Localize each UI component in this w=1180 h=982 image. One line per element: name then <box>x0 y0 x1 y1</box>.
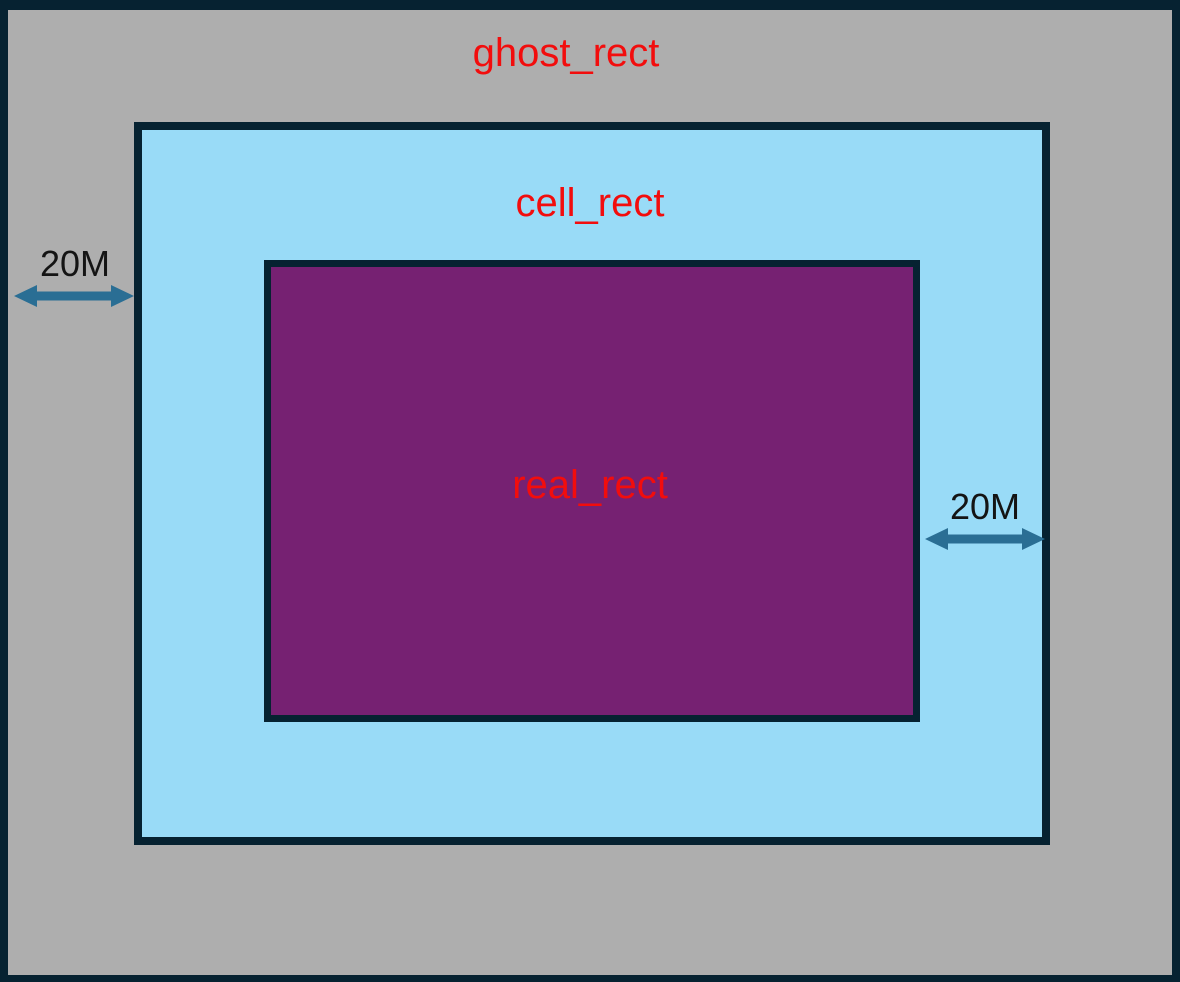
left-margin-value: 20M <box>39 243 111 284</box>
right-margin-arrow-icon <box>925 526 1045 552</box>
real-rect-label: real_rect <box>512 463 668 507</box>
cell-rect-label: cell_rect <box>515 181 665 225</box>
left-margin-arrow-icon <box>14 283 134 309</box>
right-margin-value: 20M <box>949 486 1021 527</box>
ghost-rect-label: ghost_rect <box>472 31 660 75</box>
real-rect <box>264 260 920 722</box>
